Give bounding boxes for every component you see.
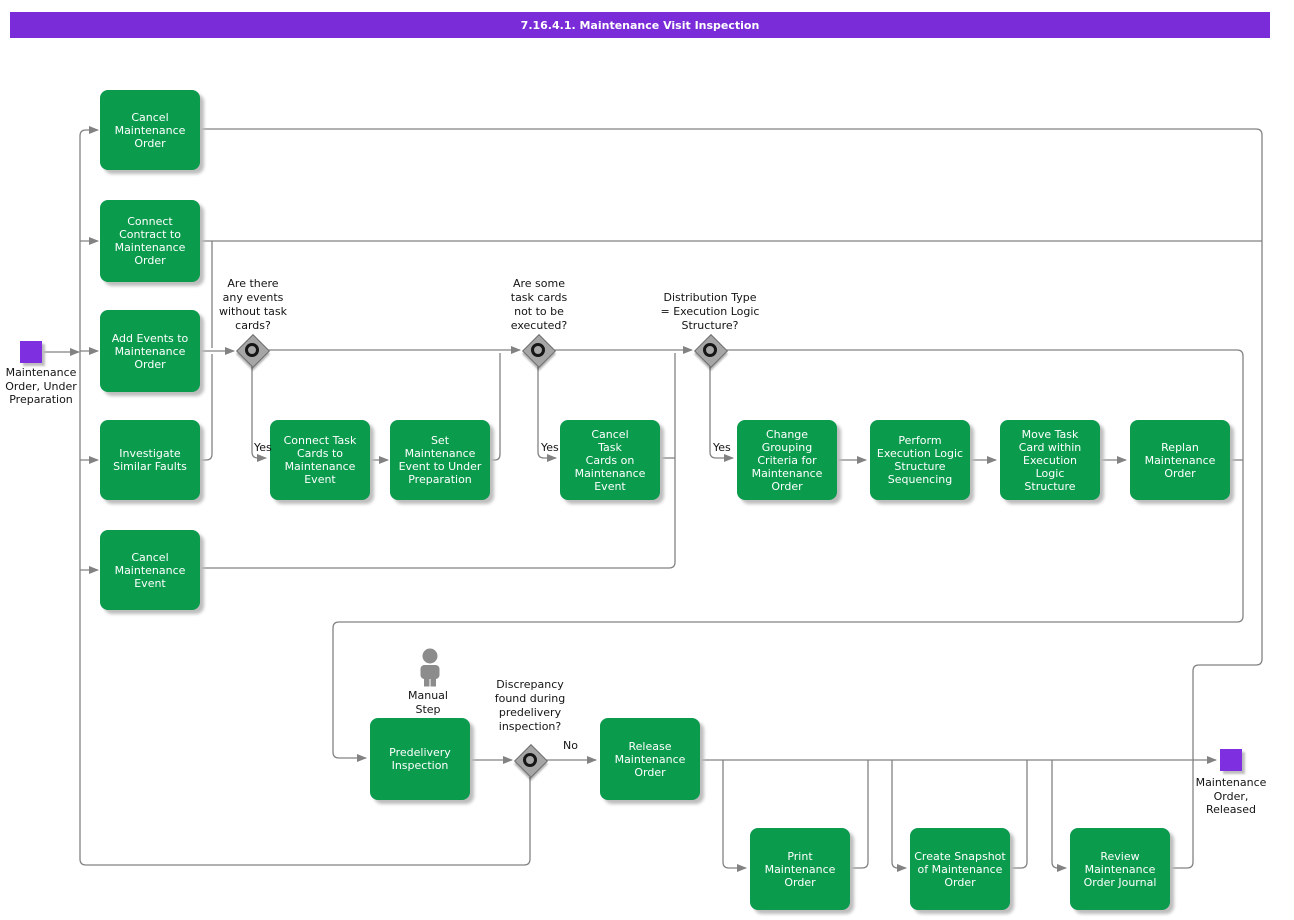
- decision-discrepancy-found-during-predelivery-inspection: [514, 744, 548, 778]
- flow-edge: [722, 760, 747, 872]
- manual-step-label: Manual Step: [408, 689, 448, 716]
- task-set-maintenance-event-to-under-preparation[interactable]: Set Maintenance Event to Under Preparati…: [390, 420, 490, 500]
- decision-task-cards-not-to-be-executed: [522, 334, 556, 368]
- decision-circle-icon: [523, 753, 537, 767]
- person-icon: [420, 648, 440, 687]
- event-node-maintenance-order-released[interactable]: [1220, 749, 1242, 771]
- decision-circle-icon: [245, 343, 259, 357]
- flow-edge: [332, 349, 1244, 762]
- task-connect-task-cards-to-maintenance-event[interactable]: Connect Task Cards to Maintenance Event: [270, 420, 370, 500]
- flow-edge: [850, 760, 869, 869]
- task-change-grouping-criteria-for-maintenance-order[interactable]: Change Grouping Criteria for Maintenance…: [737, 420, 837, 500]
- task-predelivery-inspection[interactable]: Predelivery Inspection: [370, 718, 470, 800]
- task-perform-execution-logic-structure-sequencing[interactable]: Perform Execution Logic Structure Sequen…: [870, 420, 970, 500]
- flow-edge: [709, 366, 734, 462]
- event-node-maintenance-order-under-preparation[interactable]: [20, 341, 42, 363]
- decision-circle-icon: [531, 343, 545, 357]
- flow-edge: [200, 354, 213, 461]
- flow-edge: [200, 353, 676, 569]
- task-replan-maintenance-order[interactable]: Replan Maintenance Order: [1130, 420, 1230, 500]
- task-create-snapshot-of-maintenance-order[interactable]: Create Snapshot of Maintenance Order: [910, 828, 1010, 910]
- task-print-maintenance-order[interactable]: Print Maintenance Order: [750, 828, 850, 910]
- flow-edge: [1170, 760, 1194, 869]
- decision-question-task-cards-not-to-be-executed: Are some task cards not to be executed?: [510, 277, 568, 332]
- decision-question-distribution-type-execution-logic-structure: Distribution Type = Execution Logic Stru…: [660, 291, 760, 332]
- decision-events-without-task-cards: [236, 334, 270, 368]
- flow-edge: [891, 760, 907, 872]
- task-connect-contract-to-maintenance-order[interactable]: Connect Contract to Maintenance Order: [100, 200, 200, 282]
- event-label-maintenance-order-under-preparation: Maintenance Order, Under Preparation: [5, 366, 77, 406]
- task-review-maintenance-order-journal[interactable]: Review Maintenance Order Journal: [1070, 828, 1170, 910]
- task-cancel-task-cards-on-maintenance-event[interactable]: Cancel Task Cards on Maintenance Event: [560, 420, 660, 500]
- event-label-maintenance-order-released: Maintenance Order, Released: [1195, 776, 1267, 816]
- task-release-maintenance-order[interactable]: Release Maintenance Order: [600, 718, 700, 800]
- task-move-task-card-within-execution-logic-structure[interactable]: Move Task Card within Execution Logic St…: [1000, 420, 1100, 500]
- flow-edge: [251, 366, 267, 462]
- flow-edge: [79, 126, 531, 866]
- task-cancel-maintenance-event[interactable]: Cancel Maintenance Event: [100, 530, 200, 610]
- flow-edge: [200, 128, 1263, 760]
- flow-edge: [490, 353, 501, 461]
- decision-question-events-without-task-cards: Are there any events without task cards?: [218, 277, 287, 332]
- task-add-events-to-maintenance-order[interactable]: Add Events to Maintenance Order: [100, 310, 200, 392]
- flow-edge: [1010, 760, 1028, 869]
- branch-label-no-discrepancy-found-during-predelivery-inspection: No: [563, 739, 578, 752]
- branch-label-yes-events-without-task-cards: Yes: [254, 441, 272, 454]
- branch-label-yes-task-cards-not-to-be-executed: Yes: [541, 441, 559, 454]
- flow-edge: [537, 366, 557, 462]
- decision-circle-icon: [703, 343, 717, 357]
- decision-question-discrepancy-found-during-predelivery-inspection: Discrepancy found during predelivery ins…: [494, 678, 566, 733]
- flow-edge: [1051, 760, 1067, 872]
- task-cancel-maintenance-order[interactable]: Cancel Maintenance Order: [100, 90, 200, 170]
- task-investigate-similar-faults[interactable]: Investigate Similar Faults: [100, 420, 200, 500]
- decision-distribution-type-execution-logic-structure: [694, 334, 728, 368]
- diagram-title-bar: 7.16.4.1. Maintenance Visit Inspection: [10, 12, 1270, 38]
- branch-label-yes-distribution-type-execution-logic-structure: Yes: [713, 441, 731, 454]
